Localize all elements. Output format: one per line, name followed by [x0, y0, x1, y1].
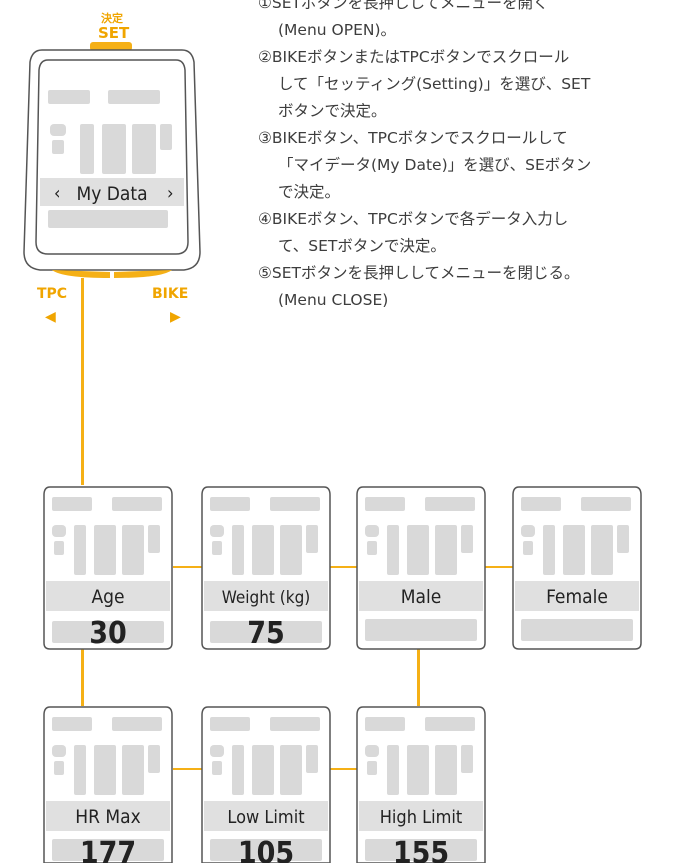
low-limit-value: 105 [238, 836, 294, 863]
connector-main-down [81, 278, 84, 485]
step-2: ②BIKEボタンまたはTPCボタンでスクロール [258, 48, 570, 66]
connector-age-hrmax [81, 649, 84, 706]
bike-button[interactable] [114, 270, 172, 278]
step-5: ⑤SETボタンを長押ししてメニューを閉じる。 [258, 264, 580, 282]
step-3-cont: 「マイデータ(My Date)」を選び、SEボタン [278, 156, 592, 174]
screen-male: Male [355, 485, 487, 655]
age-label: Age [91, 586, 124, 608]
high-limit-label: High Limit [380, 807, 463, 828]
set-kanji-label: 決定 [101, 12, 123, 25]
step-4-cont: て、SETボタンで決定。 [278, 237, 446, 255]
set-button-label: SET [98, 24, 130, 42]
weight-value: 75 [247, 616, 285, 651]
step-2-cont2: ボタンで決定。 [278, 102, 387, 120]
screen-weight: Weight (kg) 75 [200, 485, 332, 655]
step-3: ③BIKEボタン、TPCボタンでスクロールして [258, 129, 568, 147]
tpc-button-label: TPC [37, 286, 68, 302]
low-limit-label: Low Limit [227, 807, 304, 828]
hr-max-value: 177 [80, 836, 136, 863]
bike-button-label: BIKE [152, 286, 189, 302]
age-value: 30 [89, 616, 127, 651]
high-limit-value: 155 [393, 836, 449, 863]
connector-low-high [330, 768, 358, 770]
female-label: Female [546, 586, 608, 608]
step-5-cont: (Menu CLOSE) [278, 291, 389, 309]
screen-low-limit: Low Limit 105 [200, 705, 332, 867]
connector-weight-male [330, 566, 358, 568]
main-right-arrow: › [167, 183, 173, 204]
tpc-button[interactable] [52, 270, 110, 278]
step-3-cont2: で決定。 [278, 183, 341, 201]
step-2-cont: して「セッティング(Setting)」を選び、SET [278, 75, 591, 93]
main-device: ‹ My Data › [23, 42, 201, 278]
connector-age-weight [173, 566, 203, 568]
connector-male-highlimit [417, 649, 420, 706]
screen-hr-max: HR Max 177 [42, 705, 174, 867]
tpc-arrow-icon: ◀ [45, 309, 56, 325]
hr-max-label: HR Max [75, 806, 141, 828]
main-screen-title: My Data [76, 183, 147, 205]
step-1-cont: (Menu OPEN)。 [278, 21, 397, 39]
bike-arrow-icon: ▶ [170, 309, 181, 325]
screen-female: Female [511, 485, 643, 655]
main-left-arrow: ‹ [54, 183, 60, 204]
connector-male-female [485, 566, 513, 568]
instruction-steps: ①SETボタンを長押ししてメニューを開く (Menu OPEN)。 ②BIKEボ… [258, 0, 683, 314]
step-4: ④BIKEボタン、TPCボタンで各データ入力し [258, 210, 569, 228]
male-label: Male [401, 586, 442, 608]
connector-hrmax-low [173, 768, 203, 770]
screen-high-limit: High Limit 155 [355, 705, 487, 867]
step-1: ①SETボタンを長押ししてメニューを開く [258, 0, 549, 12]
set-button[interactable] [90, 42, 132, 51]
screen-age: Age 30 [42, 485, 174, 655]
weight-label: Weight (kg) [222, 588, 311, 608]
